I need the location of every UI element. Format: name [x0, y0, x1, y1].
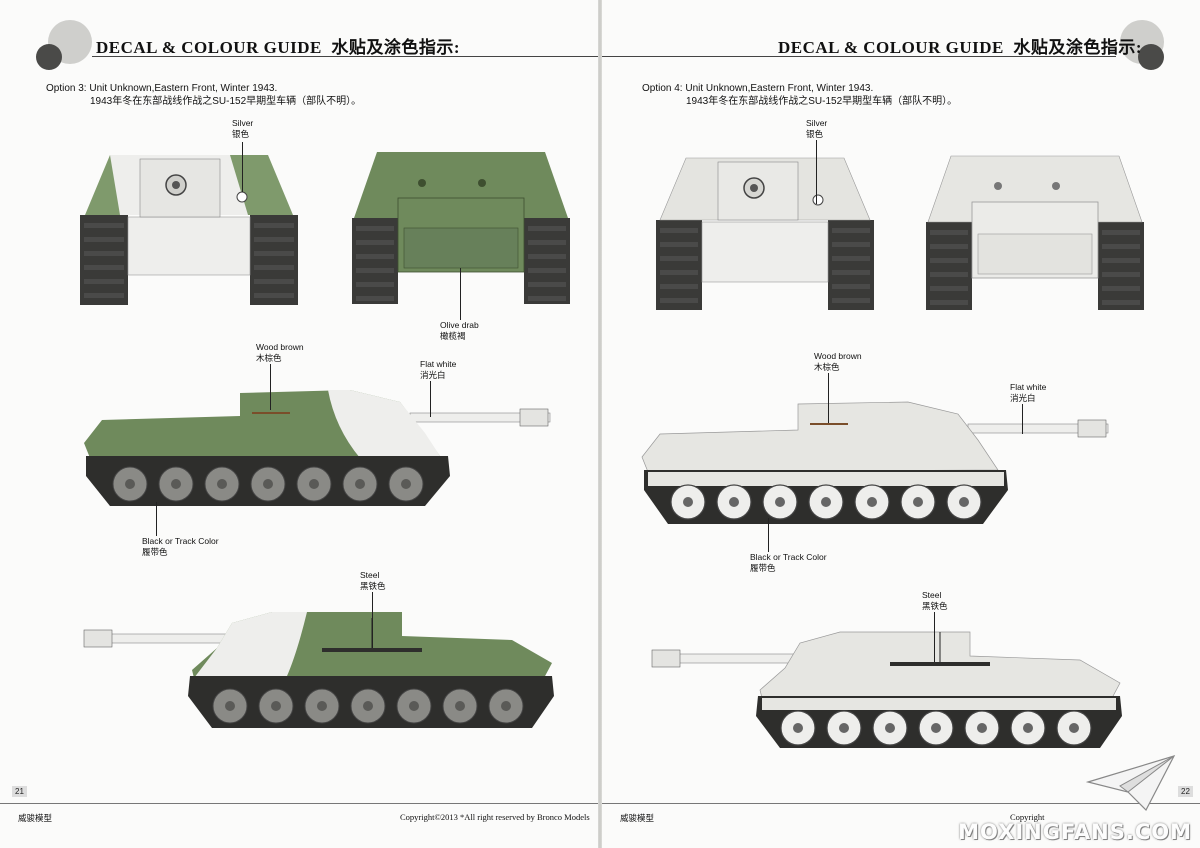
option-caption: Option 4: Unit Unknown,Eastern Front, Wi…: [642, 82, 957, 108]
side-view-right-drawing: [641, 401, 1109, 524]
front-view-drawing: [80, 155, 298, 305]
side-view-right-drawing: [84, 390, 551, 506]
olive-leader: [460, 268, 461, 320]
page-22: DECAL & COLOUR GUIDE 水贴及涂色指示: Option 4: …: [602, 0, 1200, 848]
wood-leader: [270, 364, 271, 410]
header-rule: [602, 56, 1116, 57]
steel-leader: [372, 592, 373, 648]
option-title: Option 3: Unit Unknown,Eastern Front, Wi…: [46, 83, 278, 94]
footer-brand: 威骏模型: [18, 813, 53, 823]
flat-white-leader: [1022, 404, 1023, 434]
silver-leader: [242, 142, 243, 192]
option-caption: Option 3: Unit Unknown,Eastern Front, Wi…: [46, 82, 361, 108]
page-number: 21: [12, 786, 27, 797]
rear-view-drawing: [352, 152, 570, 304]
footer-rule: [602, 803, 1200, 804]
option-title: Option 4: Unit Unknown,Eastern Front, Wi…: [642, 83, 874, 94]
page-title: DECAL & COLOUR GUIDE 水贴及涂色指示:: [96, 38, 461, 57]
side-view-left-drawing: [83, 612, 554, 728]
footer-copyright: Copyright: [1010, 812, 1045, 822]
header-rule: [92, 56, 598, 57]
option-subtitle: 1943年冬在东部战线作战之SU-152早期型车辆（部队不明）。: [686, 96, 958, 107]
page-title: DECAL & COLOUR GUIDE 水贴及涂色指示:: [778, 38, 1143, 57]
track-leader: [156, 502, 157, 536]
option-subtitle: 1943年冬在东部战线作战之SU-152早期型车辆（部队不明）。: [90, 96, 362, 107]
page-number: 22: [1178, 786, 1193, 797]
track-leader: [768, 518, 769, 552]
header-circle-dark: [36, 44, 62, 70]
header-circle-dark: [1138, 44, 1164, 70]
silver-leader: [816, 140, 817, 204]
footer-rule: [0, 803, 598, 804]
footer-brand: 威骏模型: [620, 813, 655, 823]
wood-leader: [828, 373, 829, 423]
paper-plane-icon: [1086, 755, 1176, 812]
front-view-drawing: [656, 157, 874, 310]
book-spine: [598, 0, 602, 848]
page-21: DECAL & COLOUR GUIDE 水贴及涂色指示: Option 3: …: [0, 0, 598, 848]
flat-white-leader: [430, 381, 431, 417]
site-watermark: MOXINGFANS.COM: [958, 820, 1192, 844]
side-view-left-drawing: [651, 631, 1122, 748]
rear-view-drawing: [926, 155, 1144, 310]
steel-leader: [934, 612, 935, 662]
footer-copyright: Copyright©2013 *All right reserved by Br…: [400, 812, 590, 822]
